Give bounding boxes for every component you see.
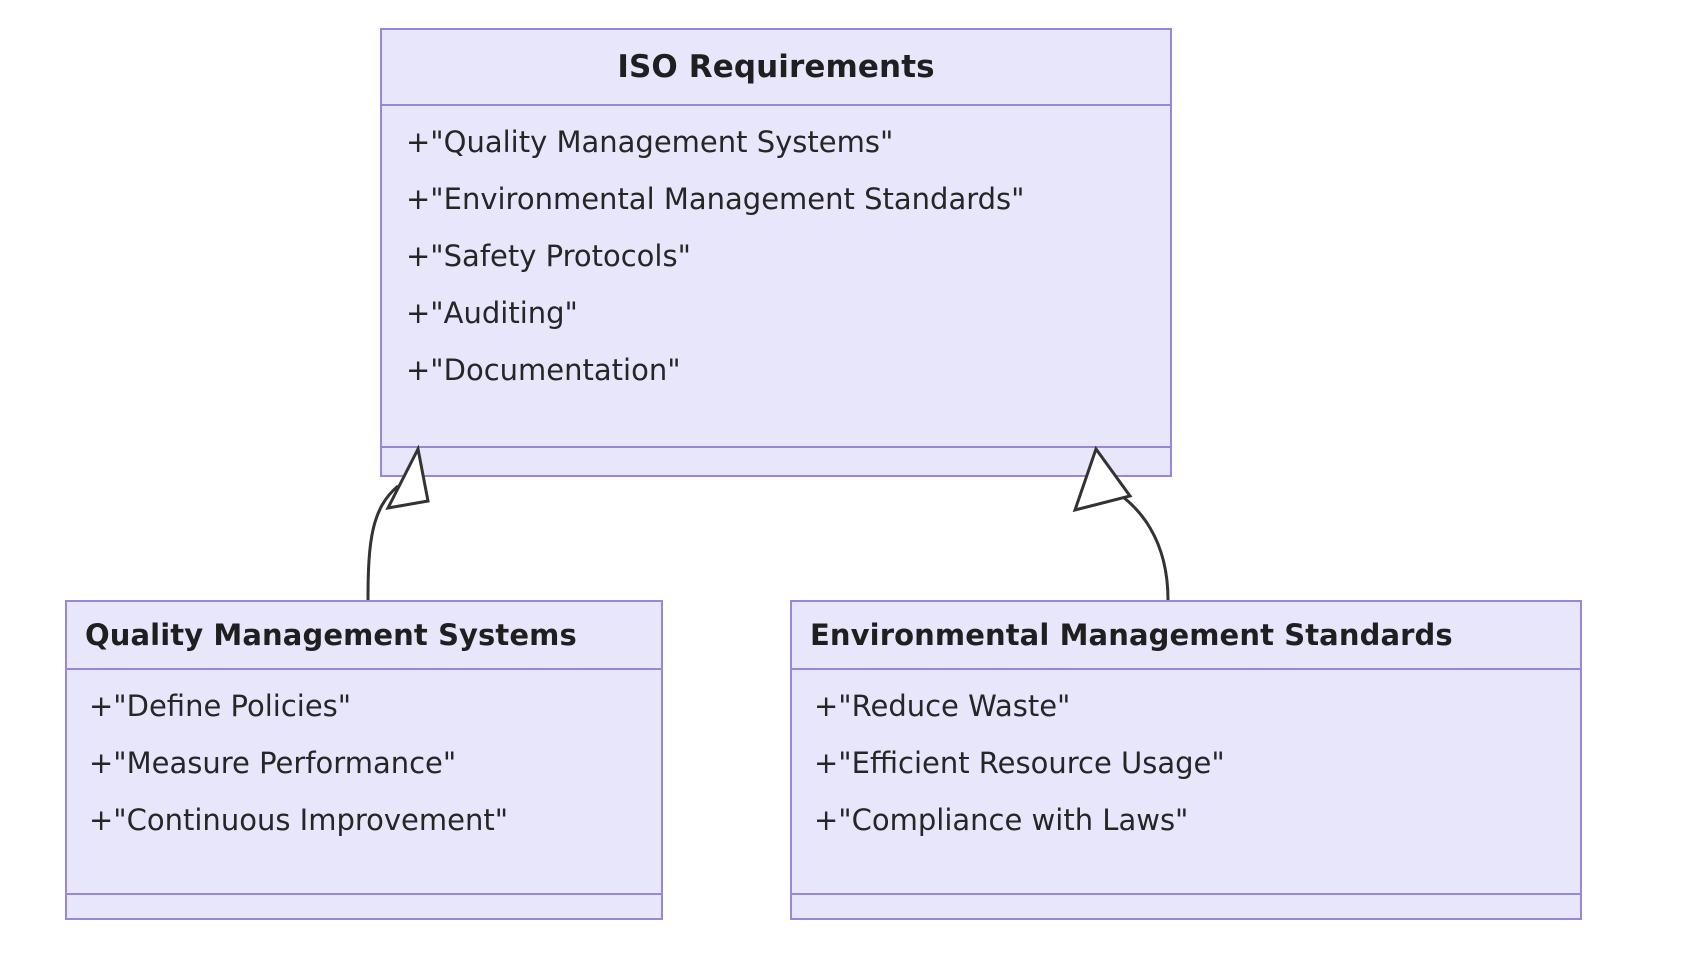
class-header-environmental-management-standards: Environmental Management Standards [792, 602, 1580, 670]
generalization-line-ems [1109, 486, 1170, 601]
class-attribute: +"Environmental Management Standards" [406, 182, 1025, 216]
class-attribute: +"Efficient Resource Usage" [814, 746, 1225, 780]
class-attribute: +"Documentation" [406, 353, 681, 387]
class-attributes-quality-management-systems: +"Define Policies" +"Measure Performance… [67, 670, 661, 895]
class-box-quality-management-systems[interactable]: Quality Management Systems +"Define Poli… [65, 600, 663, 920]
class-methods-iso-requirements [382, 448, 1170, 475]
class-attributes-iso-requirements: +"Quality Management Systems" +"Environm… [382, 106, 1170, 448]
class-attribute: +"Define Policies" [89, 689, 352, 723]
class-attribute: +"Auditing" [406, 296, 578, 330]
class-header-iso-requirements: ISO Requirements [382, 30, 1170, 106]
class-attribute: +"Quality Management Systems" [406, 125, 894, 159]
class-title-quality-management-systems: Quality Management Systems [85, 618, 577, 652]
class-title-environmental-management-standards: Environmental Management Standards [810, 618, 1453, 652]
class-methods-environmental-management-standards [792, 895, 1580, 918]
class-box-iso-requirements[interactable]: ISO Requirements +"Quality Management Sy… [380, 28, 1172, 477]
generalization-line-qms [366, 484, 399, 601]
class-title-iso-requirements: ISO Requirements [617, 49, 935, 85]
class-attribute: +"Safety Protocols" [406, 239, 691, 273]
class-attributes-environmental-management-standards: +"Reduce Waste" +"Efficient Resource Usa… [792, 670, 1580, 895]
class-methods-quality-management-systems [67, 895, 661, 918]
class-attribute: +"Reduce Waste" [814, 689, 1071, 723]
class-attribute: +"Measure Performance" [89, 746, 457, 780]
class-box-environmental-management-standards[interactable]: Environmental Management Standards +"Red… [790, 600, 1582, 920]
class-attribute: +"Continuous Improvement" [89, 803, 509, 837]
class-attribute: +"Compliance with Laws" [814, 803, 1189, 837]
class-header-quality-management-systems: Quality Management Systems [67, 602, 661, 670]
